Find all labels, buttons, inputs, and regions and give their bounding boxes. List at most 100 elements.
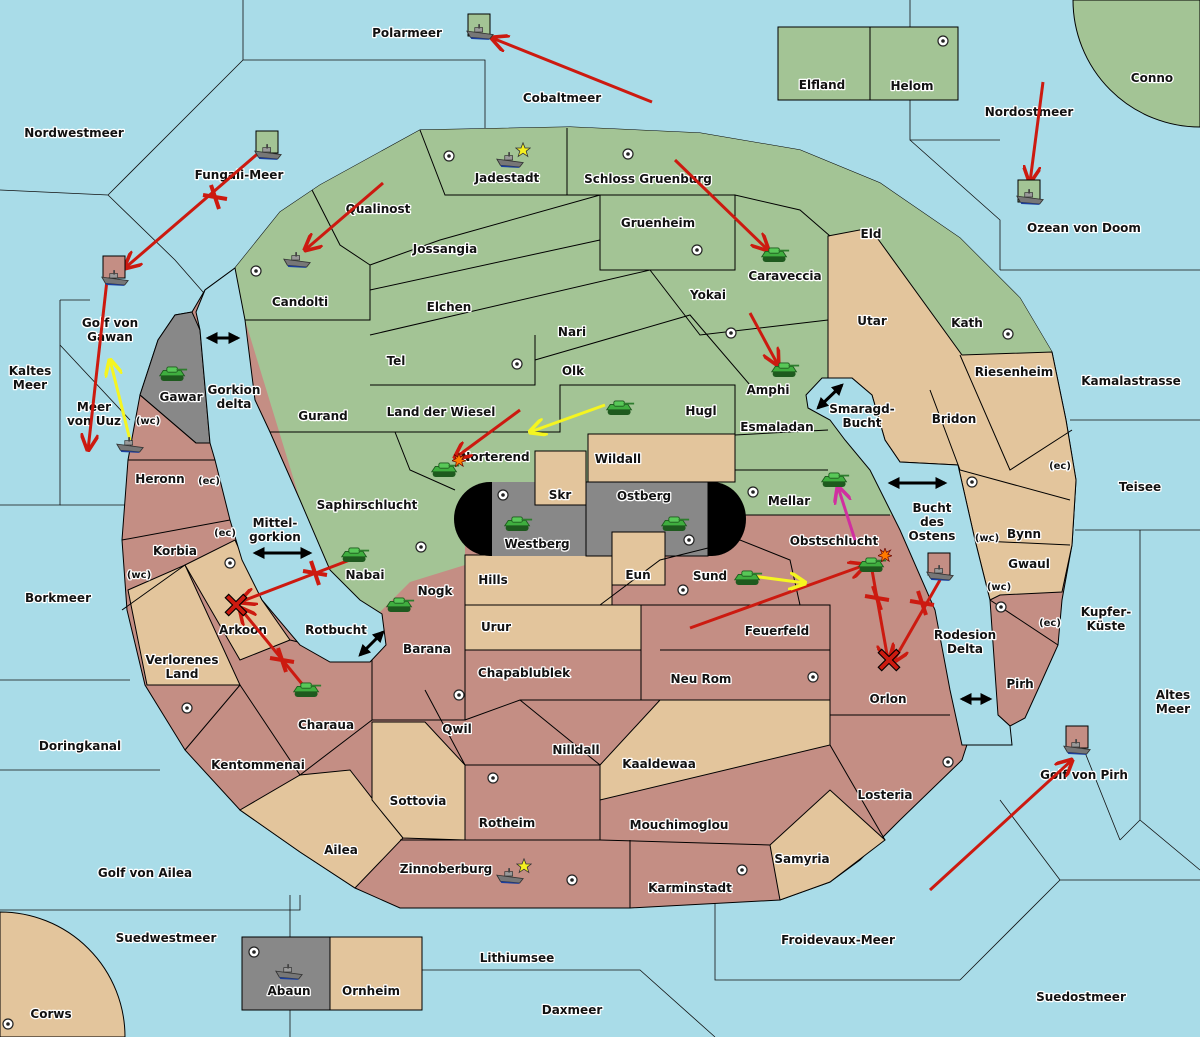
supply-center-icon: [415, 541, 427, 553]
sea-label-line: Meer: [1156, 702, 1190, 716]
sea-label-line: Suedostmeer: [1036, 990, 1126, 1004]
supply-center-icon: [942, 756, 954, 768]
province-label-line: Korbia: [153, 544, 197, 558]
province-label-line: Land: [166, 667, 199, 681]
province-label-line: Nabai: [346, 568, 385, 582]
province-label-line: Urur: [481, 620, 511, 634]
supply-center-icon: [566, 874, 578, 886]
sea-label-line: Rodesion: [934, 628, 996, 642]
province-label: Barana: [403, 642, 451, 656]
coast-label: (wc): [987, 582, 1011, 593]
sea-label-line: Meer: [13, 378, 47, 392]
province-label: Ailea: [324, 843, 358, 857]
supply-center-icon: [181, 702, 193, 714]
province-label: Sund: [693, 569, 727, 583]
sea-label: Lithiumsee: [480, 951, 555, 965]
sea-label-line: Lithiumsee: [480, 951, 555, 965]
province-borders: [121, 128, 1073, 908]
province-label: Obstschlucht: [790, 534, 879, 548]
province-label-line: Riesenheim: [975, 365, 1054, 379]
province-label: Jadestadt: [474, 171, 540, 185]
sea-label: Golf von Pirh: [1040, 768, 1128, 782]
province-label: Nilldall: [552, 743, 599, 757]
province-wildall[interactable]: [587, 433, 736, 483]
sea-label: Daxmeer: [542, 1003, 603, 1017]
province-label: Nari: [558, 325, 586, 339]
move-order-arrow: [305, 181, 384, 250]
province-label: Losteria: [857, 788, 912, 802]
sea-label: Nordostmeer: [985, 105, 1074, 119]
province-label-line: Westberg: [504, 537, 569, 551]
province-label: Kath: [951, 316, 983, 330]
coast-label: (wc): [127, 570, 151, 581]
sea-label-line: Cobaltmeer: [523, 91, 601, 105]
sea-label: Fungali-Meer: [195, 168, 284, 182]
province-corws[interactable]: [0, 911, 126, 1037]
province-label: Qwil: [442, 722, 472, 736]
sea-label-line: Fungali-Meer: [195, 168, 284, 182]
province-label-line: Helom: [890, 79, 933, 93]
province-urur[interactable]: [464, 604, 642, 651]
sea-label-line: Delta: [947, 642, 983, 656]
province-label-line: Caraveccia: [748, 269, 821, 283]
move-order-arrow: [928, 760, 1072, 892]
province-samyria[interactable]: [769, 789, 886, 901]
supply-center-icon: [937, 35, 949, 47]
province-label-line: Pirh: [1006, 677, 1033, 691]
province-label-line: Olk: [562, 364, 585, 378]
supply-center-icon: [736, 864, 748, 876]
province-label-line: Gawar: [159, 390, 202, 404]
coast-label: (ec): [1049, 461, 1071, 472]
sea-label: Froidevaux-Meer: [781, 933, 895, 947]
province-label-line: Jossangia: [412, 242, 477, 256]
supply-center-icon: [1002, 328, 1014, 340]
units: [101, 13, 1091, 980]
province-elfland[interactable]: [777, 26, 871, 101]
coast-label: (ec): [214, 528, 236, 539]
supply-center-icon: [966, 476, 978, 488]
province-label-line: Elfland: [799, 78, 845, 92]
province-skr[interactable]: [534, 450, 587, 506]
province-label-line: Verlorenes: [146, 653, 219, 667]
supply-center-icon: [747, 486, 759, 498]
sea-label-line: Bucht: [912, 501, 951, 515]
support-order-arrow: [110, 360, 132, 441]
province-label-line: Wildall: [595, 452, 641, 466]
province-label-line: Tel: [387, 354, 406, 368]
province-label: Olk: [562, 364, 585, 378]
province-label-line: Corws: [30, 1007, 71, 1021]
cut-order-icon: [302, 560, 328, 586]
province-label-line: Heronn: [135, 472, 184, 486]
sea-label-line: Golf von: [82, 316, 138, 330]
province-label-line: Zinnoberburg: [400, 862, 492, 876]
province-label: Ornheim: [342, 984, 400, 998]
cut-order-icon: [269, 647, 295, 673]
province-label-line: Ostberg: [617, 489, 671, 503]
province-label: Bynn: [1007, 527, 1041, 541]
sea-label-line: von Uuz: [67, 414, 121, 428]
province-label-line: Samyria: [774, 852, 829, 866]
province-label: Mouchimoglou: [630, 818, 729, 832]
province-label-line: Mouchimoglou: [630, 818, 729, 832]
province-label: Eld: [861, 227, 882, 241]
move-order-arrow: [240, 608, 309, 691]
cut-order-icon: [864, 585, 890, 611]
sea-label-line: Polarmeer: [372, 26, 442, 40]
province-label: Helom: [890, 79, 933, 93]
supply-center-icon: [487, 772, 499, 784]
province-label-line: Sottovia: [390, 794, 447, 808]
sea-label-line: Teisee: [1119, 480, 1161, 494]
sea-label: Nordwestmeer: [24, 126, 124, 140]
province-label-line: Losteria: [857, 788, 912, 802]
province-label: Tel: [387, 354, 406, 368]
province-conno[interactable]: [1072, 0, 1200, 128]
province-ornheim[interactable]: [329, 936, 423, 1011]
supply-center-icon: [677, 584, 689, 596]
supply-center-icon: [622, 148, 634, 160]
province-label: Ostberg: [617, 489, 671, 503]
province-label-line: Bynn: [1007, 527, 1041, 541]
sea-label: Kamalastrasse: [1081, 374, 1181, 388]
coast-label-line: (wc): [975, 533, 999, 544]
coast-label-line: (wc): [127, 570, 151, 581]
